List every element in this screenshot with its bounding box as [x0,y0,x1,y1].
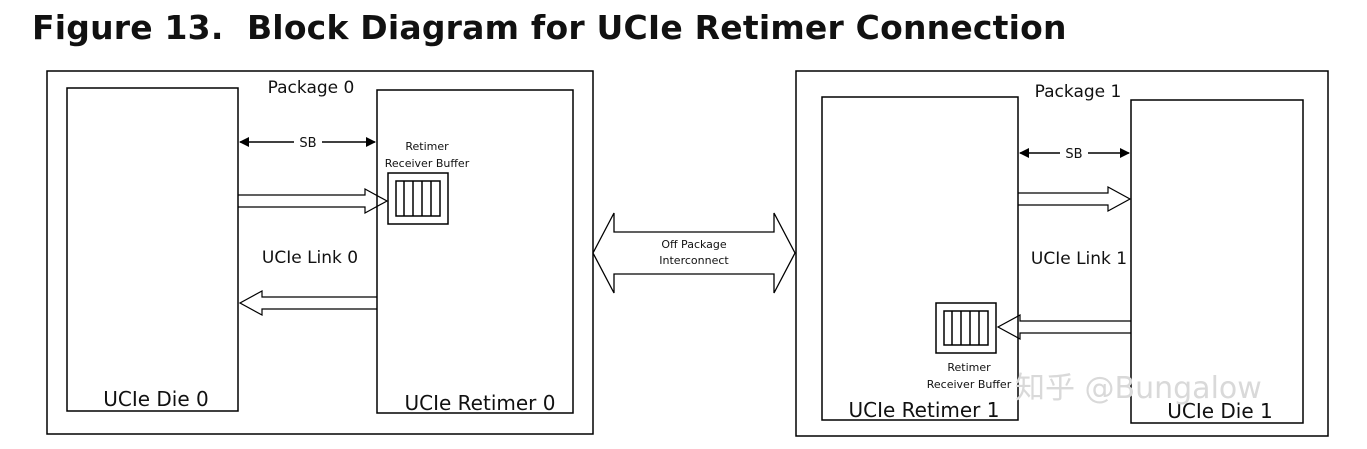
link-0-rx-arrow [238,289,377,317]
package-1-box [795,70,1329,437]
retimer-buffer-0-label-line1: Retimer [405,140,449,153]
off-package-interconnect-arrow [592,212,796,294]
retimer-buffer-1-label-line1: Retimer [947,361,991,374]
link-1-rx-arrow [996,313,1131,341]
package-1-label: Package 1 [1035,82,1122,102]
ucie-retimer-0-label: UCIe Retimer 0 [405,391,556,415]
retimer-buffer-0-label-line2: Receiver Buffer [385,157,470,170]
ucie-retimer-1-label: UCIe Retimer 1 [849,398,1000,422]
ucie-die-0-label: UCIe Die 0 [103,387,209,411]
retimer-buffer-0-icon [387,172,449,225]
ucie-die-1-label: UCIe Die 1 [1167,399,1273,423]
package-0-label: Package 0 [268,78,355,98]
ucie-retimer-1-box [821,96,1019,421]
ucie-die-0-box [66,87,239,412]
retimer-buffer-1-icon [935,302,997,354]
retimer-buffer-1-label-line2: Receiver Buffer [927,378,1012,391]
link-1-tx-arrow [1018,185,1132,213]
link-0-tx-arrow [238,187,389,215]
interconnect-label-line1: Off Package [661,238,727,251]
ucie-link-1-label: UCIe Link 1 [1031,249,1127,269]
figure-title: Figure 13. Block Diagram for UCIe Retime… [32,8,1067,47]
interconnect-label-line2: Interconnect [659,254,729,267]
sideband-1-label: SB [1065,147,1082,162]
ucie-link-0-label: UCIe Link 0 [262,248,358,268]
watermark-text: 知乎 @Bungalow [1015,371,1262,406]
sideband-0-label: SB [299,136,316,151]
ucie-retimer-0-box [376,89,574,414]
ucie-die-1-box [1130,99,1304,424]
